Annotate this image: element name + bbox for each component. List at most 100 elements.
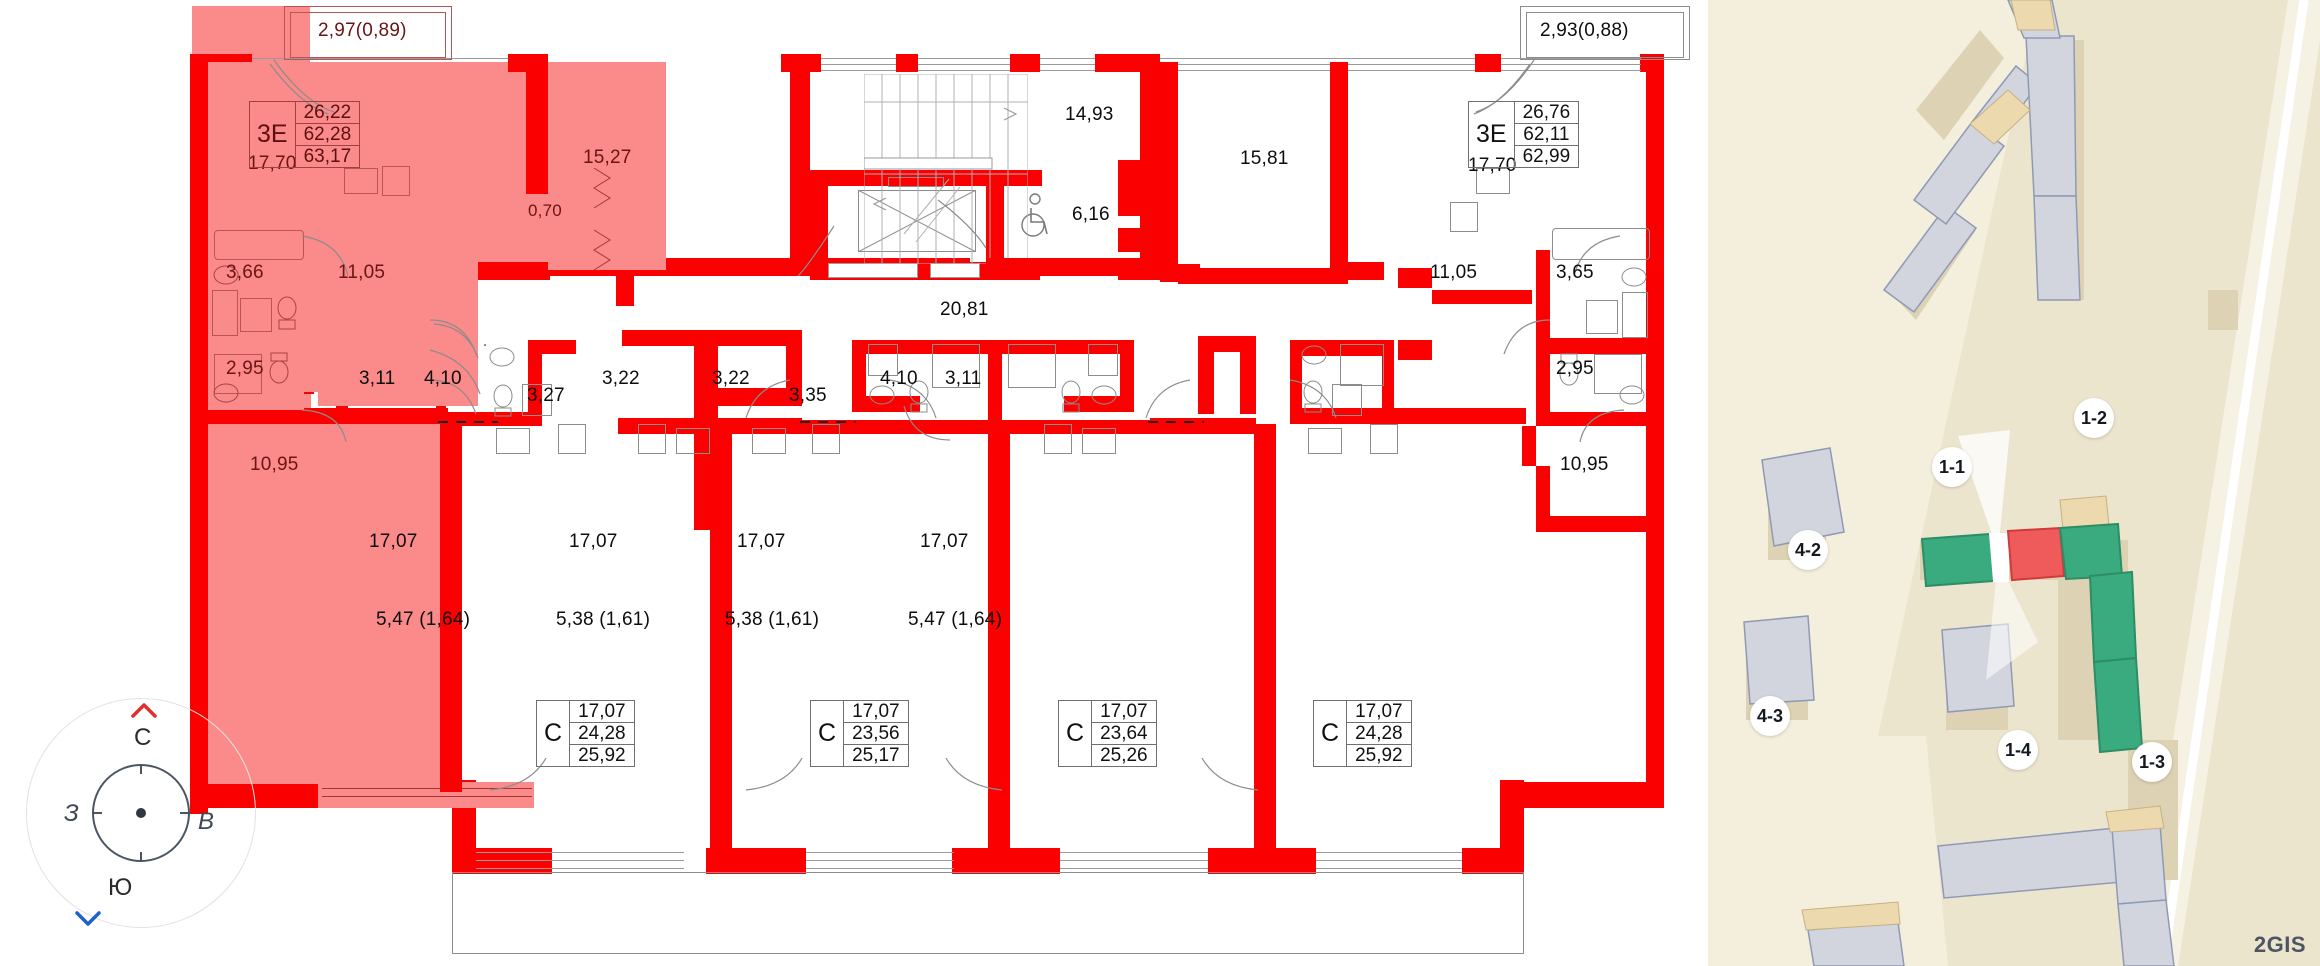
glazing-line (806, 860, 954, 861)
wall-bottom-v-1 (710, 654, 732, 874)
glazing-line (1145, 70, 1475, 71)
highlight-left-loggia-strip (526, 170, 548, 268)
wall-v-14-93-right (1140, 54, 1160, 264)
wall-h-1581-bottom (1178, 268, 1348, 284)
glazing-line (1040, 64, 1095, 65)
map-building-1-2-b (2033, 195, 2081, 301)
map-label-1-2[interactable]: 1-2 (2074, 398, 2114, 438)
map-label-1-4[interactable]: 1-4 (1998, 730, 2038, 770)
sink-icon (489, 347, 515, 367)
apartment-badge-studio-3[interactable]: C 17,07 23,64 25,26 (1058, 700, 1157, 767)
location-map[interactable]: 1-1 1-2 1-3 1-4 4-2 4-3 2GIS (1708, 0, 2320, 966)
glazing-line (918, 70, 1010, 71)
wall-corridor-seg (986, 258, 1156, 276)
floor-plan-canvas[interactable]: 2,97(0,89) 2,93(0,88) 17,70 15,27 11,05 … (0, 0, 1708, 966)
label-studio1-main: 17,07 (369, 531, 418, 552)
toilet-icon (1559, 353, 1579, 386)
kitchen-sink-icon (1370, 424, 1398, 454)
map-label-1-3[interactable]: 1-3 (2132, 742, 2172, 782)
apartment-badge-studio-4[interactable]: C 17,07 24,28 25,92 (1313, 700, 1412, 767)
sink-icon (1619, 385, 1645, 405)
shower-tray-icon (484, 344, 486, 346)
label-studio4-bath: 3,11 (945, 368, 982, 389)
kitchen-sink-icon (558, 424, 586, 454)
map-building-1-2-a (2025, 35, 2077, 197)
label-studio2-bath: 3,22 (602, 368, 640, 389)
sink-icon (213, 383, 239, 403)
balcony-outline-top-right-inner (1526, 12, 1684, 58)
badge-code: C (1321, 719, 1340, 747)
compass-label-north: С (134, 724, 152, 751)
label-corridor: 20,81 (940, 299, 989, 320)
label-mid-hall-r: 3,35 (789, 385, 827, 406)
apartment-badge-studio-2[interactable]: C 17,07 23,56 25,17 (810, 700, 909, 767)
toilet-icon (1061, 380, 1081, 413)
glazing-line (806, 868, 954, 869)
loggia-zigzag (593, 168, 611, 271)
map-building-1-1-a (1882, 204, 1978, 314)
compass-rose[interactable]: С В Ю З (12, 688, 270, 954)
apartment-badge-left-3e[interactable]: 3E 26,22 62,28 63,17 (249, 101, 361, 168)
badge-code: 3E (257, 120, 288, 148)
wall-shaft-col (1118, 160, 1140, 186)
badge-value-2: 23,56 (844, 722, 908, 744)
map-selected-green-right (2058, 522, 2124, 581)
wall-bath322-rv (1120, 340, 1134, 410)
glazing-line (1501, 58, 1641, 59)
badge-value-3: 25,92 (1347, 744, 1411, 766)
apartment-badge-right-3e[interactable]: 3E 26,76 62,11 62,99 (1468, 101, 1580, 168)
wheelchair-icon (1021, 193, 1048, 237)
wall-bath322-runh (802, 420, 1002, 434)
compass-tick-w (92, 812, 102, 814)
wall-top-seg-f (1095, 54, 1145, 72)
wall-left-outer (190, 54, 208, 814)
map-label-4-3[interactable]: 4-3 (1750, 696, 1790, 736)
glazing-line (476, 868, 684, 869)
wall-bath322-mv (988, 340, 1002, 426)
shower-tray-icon (1594, 354, 1642, 394)
wall-v-1581-left (1160, 62, 1178, 282)
glazing-line (476, 852, 684, 853)
balcony-outline-top-left-inner (290, 12, 446, 58)
sink-icon (213, 265, 239, 285)
wall-st4-right-run (1396, 408, 1526, 424)
glazing-line (1316, 860, 1462, 861)
wall-mid-h-bot-a (336, 408, 448, 424)
badge-value-1: 17,07 (1100, 701, 1148, 722)
label-right-wc: 2,95 (1556, 358, 1594, 379)
wall-r-bath-top (1536, 338, 1664, 354)
label-loggia-070: 0,70 (528, 201, 562, 220)
map-building-shadow (1916, 30, 2004, 140)
wall-mid-u-4 (616, 266, 634, 306)
map-graphics[interactable] (1708, 0, 2320, 966)
kitchen-sink-icon (638, 424, 666, 454)
wall-right-bottom-h (1500, 782, 1664, 808)
map-road-line (2158, 0, 2309, 966)
wall-bath322-lv (852, 340, 866, 410)
map-label-1-1[interactable]: 1-1 (1932, 447, 1972, 487)
wall-bath322-rb (1064, 396, 1134, 412)
apartment-badge-studio-1[interactable]: C 17,07 24,28 25,92 (536, 700, 635, 767)
map-selected-green-down-a (2088, 570, 2138, 664)
label-mid-hall-l: 3,27 (527, 385, 565, 406)
shower-tray-icon (932, 344, 980, 388)
compass-label-west: З (64, 800, 79, 827)
stove-icon (1082, 428, 1116, 454)
wall-r-bath-upper (1536, 250, 1550, 340)
badge-value-2: 24,28 (570, 722, 634, 744)
stove-icon (676, 428, 710, 454)
dashed-separator (438, 421, 498, 423)
wall-r-mid-v2 (1398, 340, 1432, 360)
sink-icon (1301, 345, 1327, 365)
glazing-line (1145, 58, 1475, 59)
glazing-line (476, 860, 684, 861)
label-left-wc: 2,95 (226, 358, 264, 379)
map-label-4-2[interactable]: 4-2 (1788, 530, 1828, 570)
compass-center-dot (136, 808, 146, 818)
label-studio4-hall: 4,10 (880, 368, 918, 389)
washer-icon (1332, 384, 1362, 416)
glazing-line (1060, 860, 1208, 861)
glazing-line (918, 64, 1010, 65)
wall-center-T-h4 (718, 418, 802, 434)
label-studio2-main: 17,07 (569, 531, 618, 552)
